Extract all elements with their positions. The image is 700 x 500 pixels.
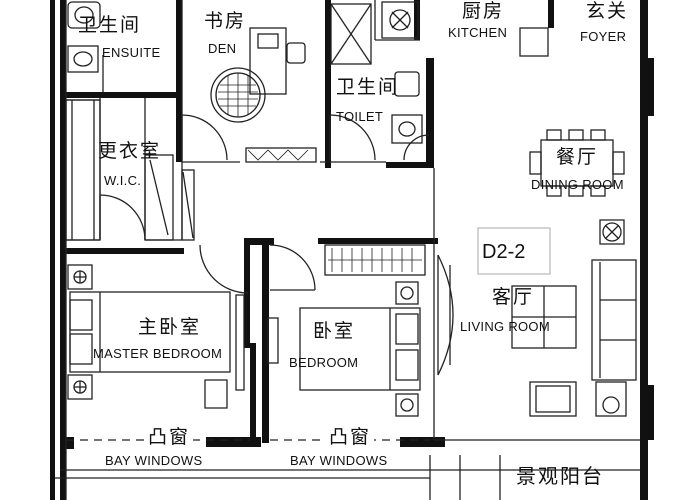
- bedroom-en-label: BEDROOM: [289, 355, 359, 370]
- master-bedroom-cn-label: 主卧室: [138, 316, 202, 338]
- toilet-en-label: TOILET: [336, 109, 384, 124]
- unit-code-box: [477, 227, 551, 275]
- bay-window-right-cn-label: 凸窗: [326, 428, 375, 447]
- den-furniture: [210, 27, 317, 163]
- wic-cn-label: 更衣室: [98, 140, 162, 162]
- wic-en-label: W.I.C.: [104, 173, 142, 188]
- bay-window-left-cn-label: 凸窗: [145, 428, 194, 447]
- dining-en-label: DINING ROOM: [531, 177, 624, 192]
- den-en-label: DEN: [208, 41, 237, 56]
- ensuite-fixtures: [67, 1, 104, 92]
- living-en-label: LIVING ROOM: [460, 319, 550, 334]
- dining-cn-label: 餐厅: [556, 146, 599, 168]
- kitchen-en-label: KITCHEN: [448, 25, 508, 40]
- den-cn-label: 书房: [204, 10, 247, 32]
- shaft-and-toilet: [330, 3, 423, 144]
- bedroom-furniture: [267, 244, 426, 417]
- unit-code: D2-2: [482, 241, 526, 263]
- ensuite-en-label: ENSUITE: [102, 45, 161, 60]
- dining-set: [529, 129, 625, 197]
- foyer-cn-label: 玄关: [586, 0, 629, 22]
- kitchen-fixtures: [381, 1, 549, 57]
- bedroom-cn-label: 卧室: [313, 320, 356, 342]
- master-bedroom-en-label: MASTER BEDROOM: [93, 346, 223, 361]
- living-furniture: [437, 219, 637, 417]
- bay-window-right-en-label: BAY WINDOWS: [290, 453, 388, 468]
- master-bedroom-furniture: [67, 264, 245, 409]
- balcony-cn-label: 景观阳台: [516, 464, 604, 488]
- kitchen-cn-label: 厨房: [462, 0, 505, 22]
- toilet-cn-label: 卫生间: [336, 76, 400, 98]
- ensuite-cn-label: 卫生间: [78, 14, 142, 36]
- wardrobe-shelves: [65, 99, 195, 241]
- bay-window-left-en-label: BAY WINDOWS: [105, 453, 203, 468]
- living-cn-label: 客厅: [492, 286, 535, 308]
- foyer-en-label: FOYER: [580, 29, 627, 44]
